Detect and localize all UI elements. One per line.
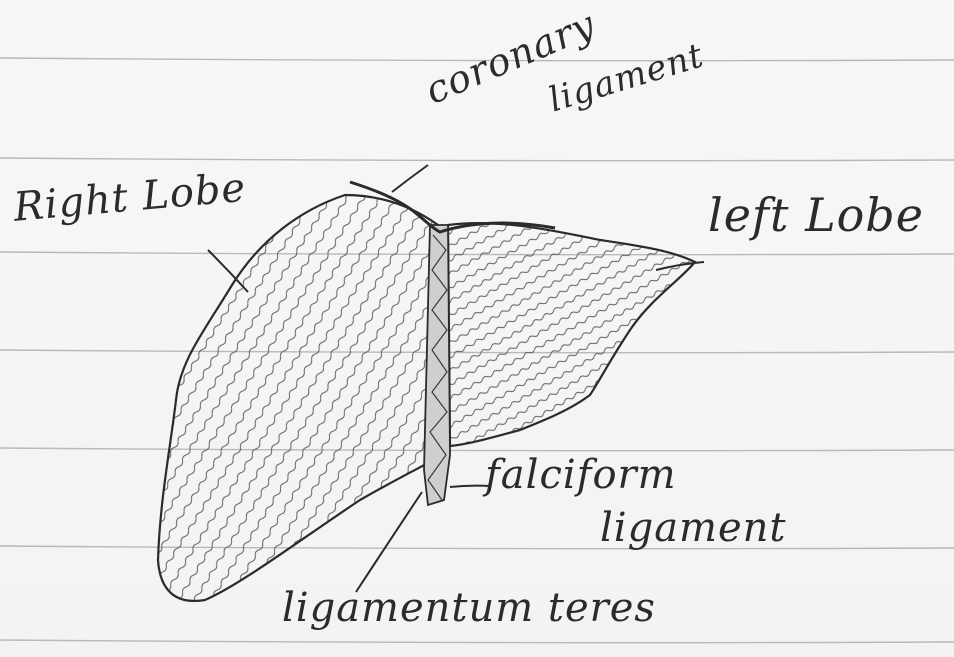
ruling-line — [0, 546, 954, 549]
falciform-ligament-label-line2: ligament — [600, 505, 786, 551]
left-lobe-label: left Lobe — [708, 192, 924, 238]
falciform-ligament-label-line1: falciform — [485, 452, 677, 498]
ruling-line — [0, 158, 954, 161]
ligamentum-teres-pointer — [356, 492, 422, 592]
falciform-ligament-label: falciform — [485, 455, 677, 495]
ruling-line — [0, 448, 954, 451]
falciform-ligament-pointer — [450, 486, 490, 487]
ligamentum-teres-label: ligamentum teres — [282, 588, 656, 628]
falciform-ligament-label-2: ligament — [600, 508, 786, 548]
left-lobe-shape — [448, 223, 695, 446]
ruling-line — [0, 640, 954, 643]
right-lobe-shape — [158, 195, 438, 601]
coronary-ligament-pointer — [392, 165, 428, 192]
